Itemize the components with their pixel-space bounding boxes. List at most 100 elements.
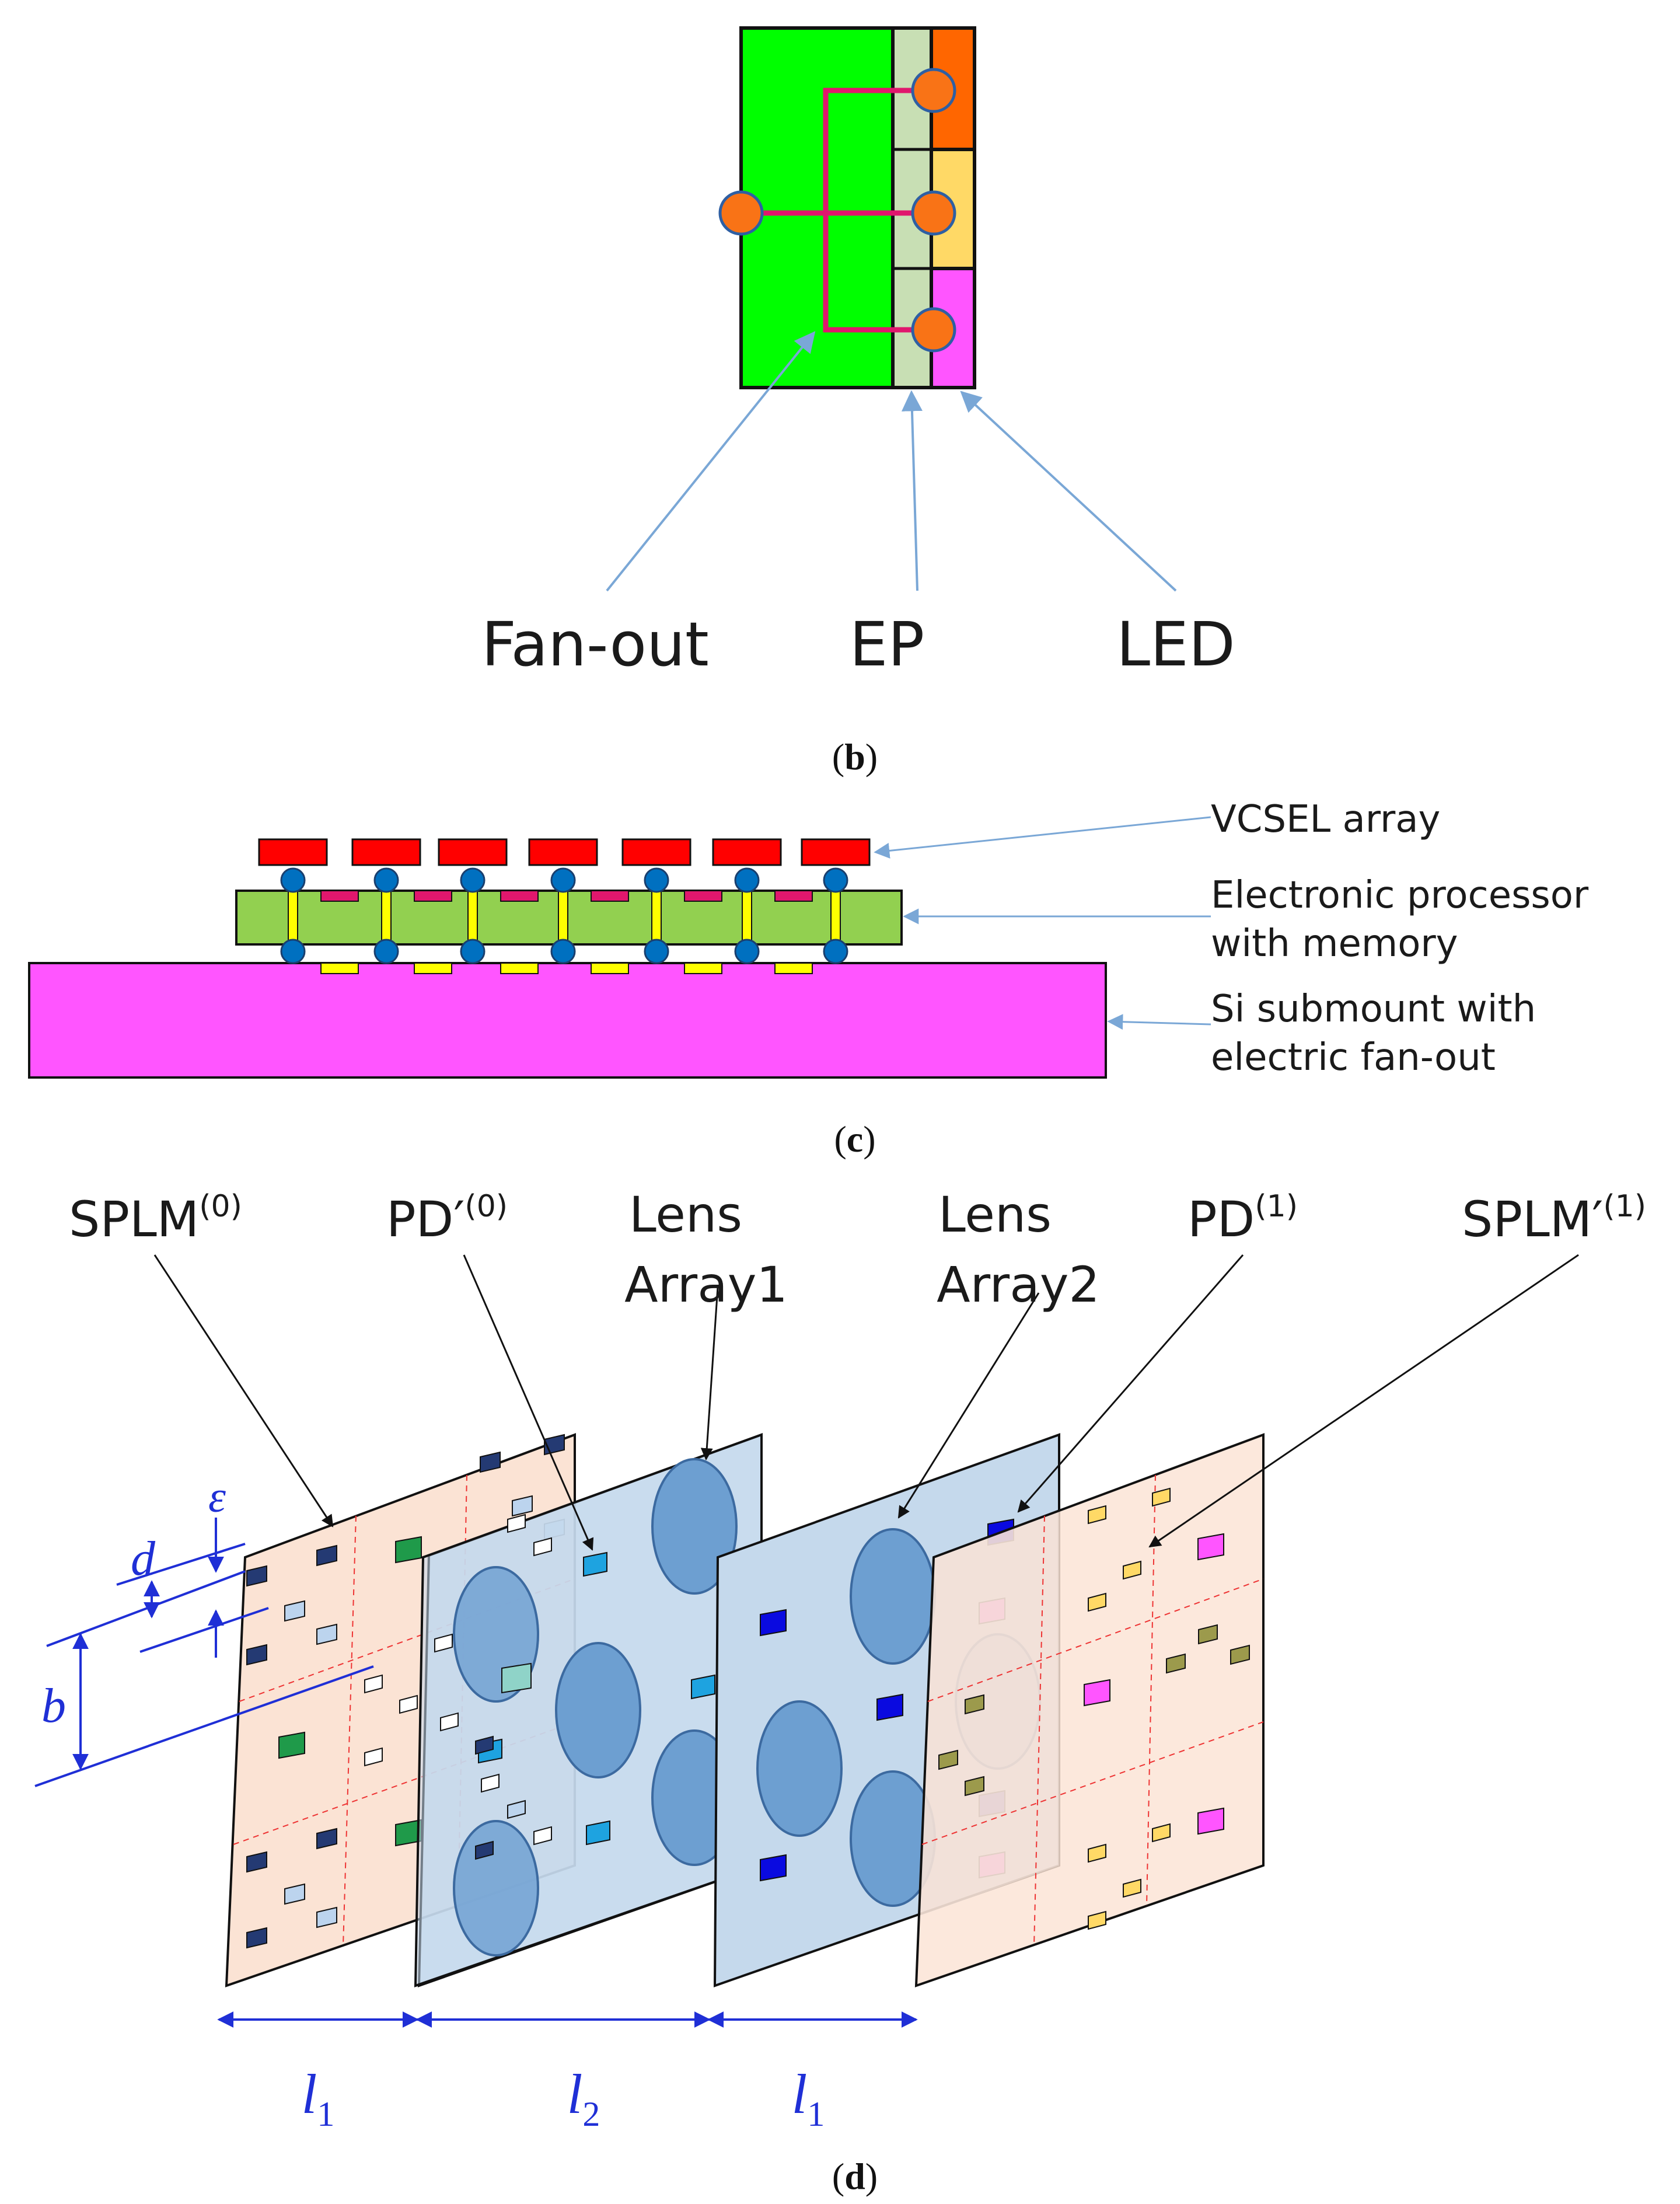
label-splm0: SPLM(0) bbox=[69, 1189, 242, 1248]
memory-pad bbox=[414, 890, 452, 902]
dim-d: d bbox=[131, 1532, 156, 1586]
label-processor-2: with memory bbox=[1211, 922, 1458, 965]
label-vcsel: VCSEL array bbox=[1211, 798, 1440, 841]
pad-bottom bbox=[911, 307, 956, 353]
label-processor-1: Electronic processor bbox=[1211, 874, 1589, 917]
pixel bbox=[1197, 1533, 1224, 1561]
plate-splm1 bbox=[914, 1433, 1265, 1987]
label-lens-array2-2: Array2 bbox=[937, 1256, 1100, 1313]
memory-pad bbox=[774, 890, 813, 902]
pixel bbox=[533, 1826, 552, 1846]
pixel bbox=[1198, 1624, 1218, 1645]
lens bbox=[555, 1642, 641, 1778]
pixel bbox=[475, 1735, 494, 1755]
splm1-pixels bbox=[938, 1487, 1250, 1930]
fanout-pad bbox=[414, 962, 452, 974]
pixel bbox=[434, 1633, 453, 1653]
pixel bbox=[533, 1537, 552, 1557]
pixel bbox=[691, 1674, 715, 1700]
pixel bbox=[246, 1644, 267, 1666]
vcsel-emitter bbox=[712, 838, 782, 866]
label-pd0: PD′(0) bbox=[386, 1189, 508, 1248]
lens bbox=[850, 1528, 936, 1665]
solder-bump bbox=[280, 867, 306, 893]
memory-pad bbox=[320, 890, 359, 902]
fanout-pad bbox=[591, 962, 629, 974]
pixel bbox=[481, 1773, 500, 1793]
dim-b: b bbox=[41, 1679, 66, 1733]
pixel bbox=[1152, 1823, 1171, 1843]
pixel bbox=[938, 1749, 958, 1770]
dim-l2: l2 bbox=[567, 2063, 600, 2133]
vcsel-emitter bbox=[801, 838, 871, 866]
solder-bump bbox=[550, 939, 576, 964]
dim-epsilon: ε bbox=[208, 1473, 226, 1522]
pixel bbox=[316, 1544, 337, 1567]
label-submount-2: electric fan-out bbox=[1211, 1036, 1496, 1079]
fanout-pad bbox=[684, 962, 722, 974]
caption-d: (d) bbox=[832, 2156, 878, 2197]
solder-bump bbox=[823, 867, 848, 893]
label-lens-array1-1: Lens bbox=[629, 1186, 742, 1243]
solder-bump bbox=[280, 939, 306, 964]
pixel bbox=[586, 1820, 610, 1846]
fanout-traces bbox=[741, 88, 934, 333]
pixel bbox=[1123, 1878, 1141, 1898]
solder-bump bbox=[734, 867, 760, 893]
pixel bbox=[1084, 1679, 1110, 1707]
pixel bbox=[316, 1828, 337, 1850]
solder-bump bbox=[460, 939, 486, 964]
pixel bbox=[1123, 1560, 1141, 1580]
vcsel-emitter bbox=[621, 838, 691, 866]
label-lens-array1-2: Array1 bbox=[624, 1256, 788, 1313]
pixel bbox=[284, 1883, 305, 1905]
memory-pad bbox=[500, 890, 539, 902]
memory-pad bbox=[591, 890, 629, 902]
pixel bbox=[246, 1565, 267, 1587]
pixel bbox=[760, 1609, 787, 1637]
solder-bump bbox=[734, 939, 760, 964]
dim-l1-right: l1 bbox=[792, 2063, 825, 2133]
panel-c: VCSEL array Electronic processor with me… bbox=[28, 798, 1589, 1160]
pixel bbox=[278, 1731, 305, 1759]
pixel bbox=[399, 1694, 418, 1714]
solder-bump bbox=[373, 939, 399, 964]
pixel bbox=[1088, 1505, 1106, 1525]
pixel bbox=[1230, 1644, 1250, 1665]
pixel bbox=[507, 1800, 526, 1819]
pad-left bbox=[718, 190, 764, 236]
solder-bump bbox=[550, 867, 576, 893]
label-lens-array2-1: Lens bbox=[938, 1186, 1052, 1243]
label-submount-1: Si submount with bbox=[1211, 988, 1536, 1031]
pixel bbox=[395, 1536, 422, 1564]
pixel bbox=[1088, 1843, 1106, 1863]
vcsel-emitter bbox=[528, 838, 598, 866]
pad-top bbox=[911, 68, 956, 113]
pixel bbox=[507, 1513, 526, 1533]
pixel bbox=[501, 1662, 532, 1694]
vcsel-emitter bbox=[438, 838, 508, 866]
pixel bbox=[1166, 1653, 1186, 1674]
label-fanout: Fan-out bbox=[481, 609, 709, 680]
panel-b: Fan-out EP LED (b) bbox=[481, 26, 1235, 777]
pixel bbox=[1152, 1487, 1171, 1507]
panel-d: SPLM(0) PD′(0) Lens Array1 Lens Array2 P… bbox=[34, 1186, 1646, 2197]
pixel bbox=[316, 1906, 337, 1929]
pixel bbox=[583, 1551, 607, 1577]
vcsel-emitter bbox=[351, 838, 421, 866]
pixel bbox=[364, 1674, 383, 1694]
fanout-pad bbox=[500, 962, 539, 974]
processor-interconnects bbox=[258, 838, 871, 974]
lens bbox=[756, 1700, 843, 1837]
pad-middle bbox=[911, 190, 956, 236]
label-splm1: SPLM′(1) bbox=[1462, 1189, 1646, 1248]
pixel bbox=[246, 1927, 267, 1949]
pixel bbox=[876, 1693, 903, 1721]
solder-bump bbox=[373, 867, 399, 893]
pixel bbox=[1197, 1807, 1224, 1835]
solder-bump bbox=[823, 939, 848, 964]
pixel bbox=[364, 1747, 383, 1767]
pixel bbox=[475, 1840, 494, 1860]
pixel bbox=[1088, 1910, 1106, 1930]
